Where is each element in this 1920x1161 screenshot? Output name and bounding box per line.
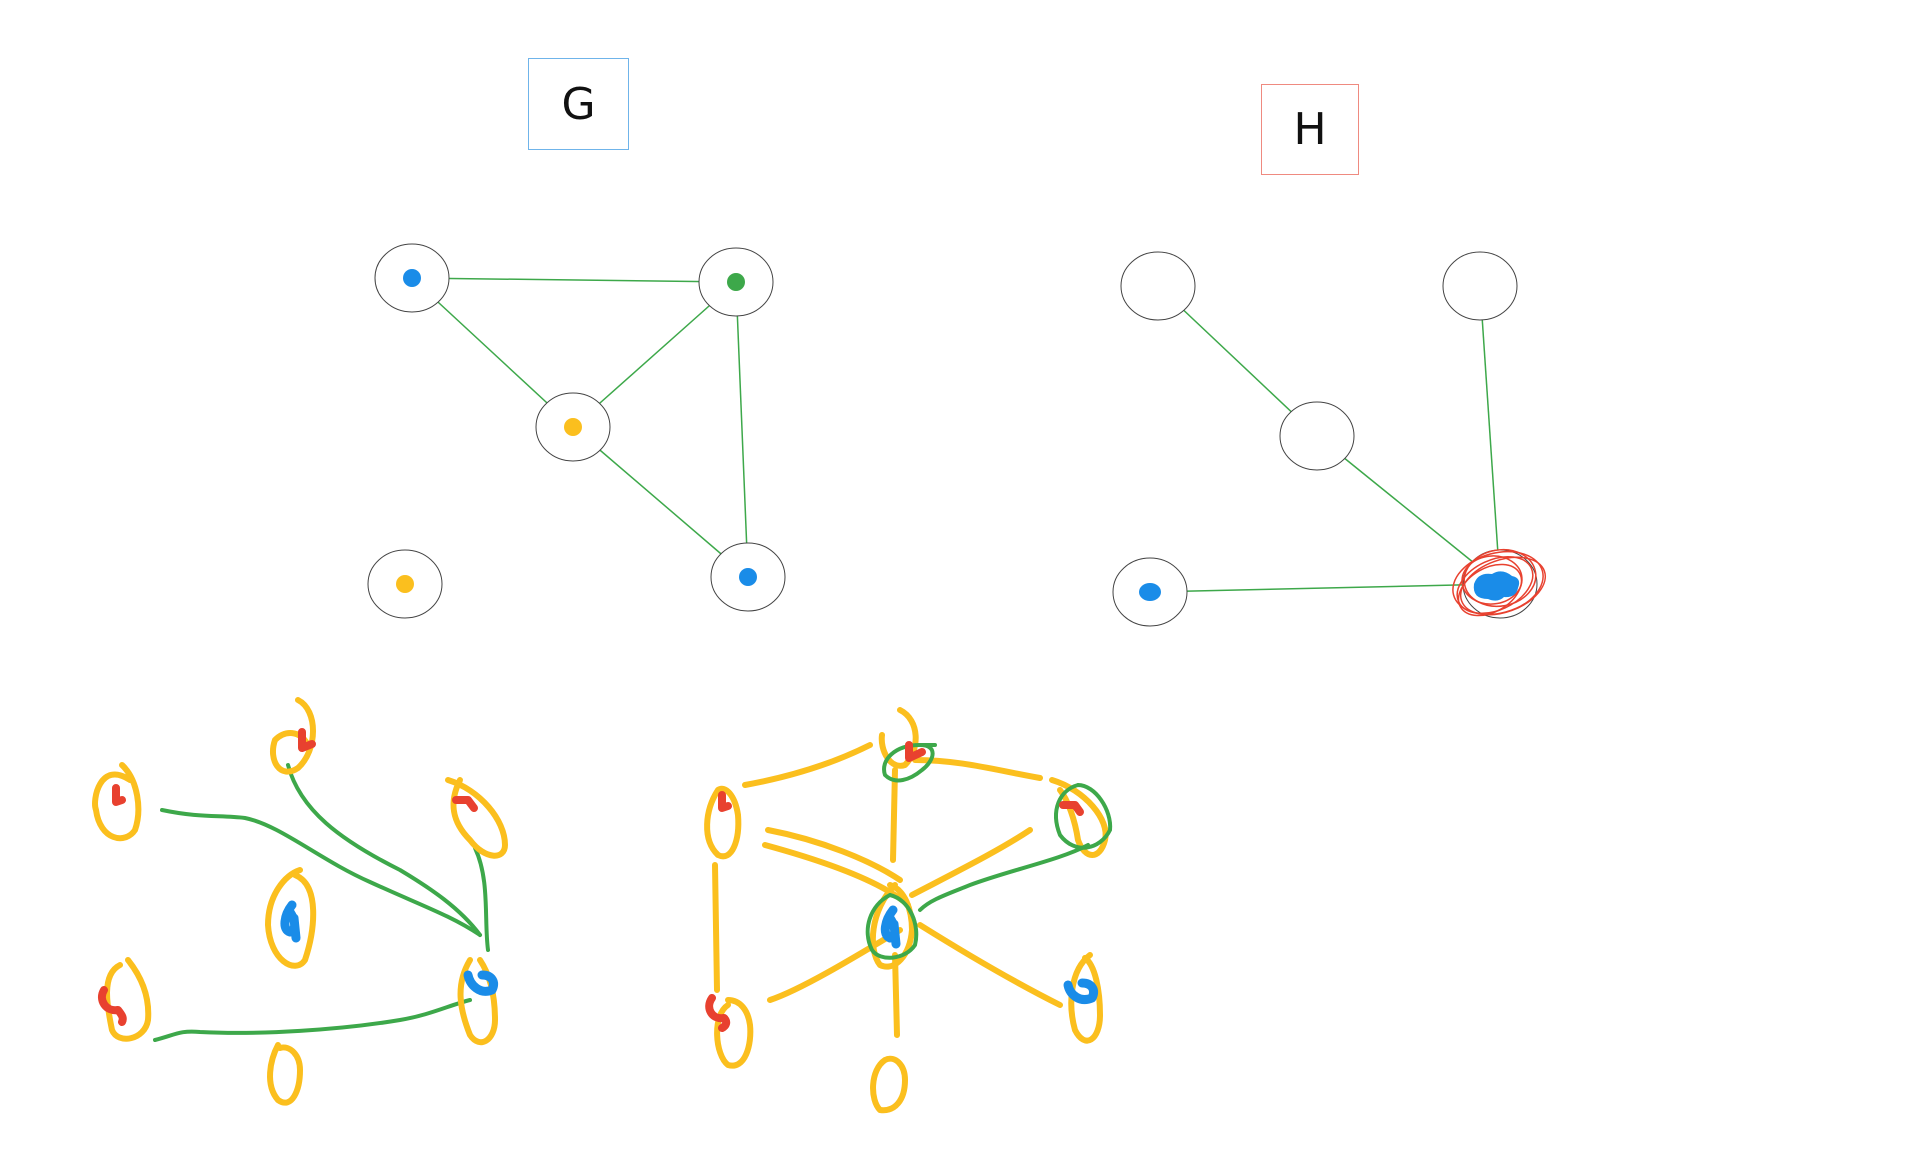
graph-g-node-dot-g3 [564,418,582,436]
graph-g-label: G [528,58,629,150]
graph-h-edges [1149,285,1501,593]
graph-h-node-h2[interactable] [1442,251,1518,321]
graph-g-edge-g2-g3 [572,281,737,428]
graph-h-edge-h2-h5 [1479,285,1501,585]
sketch-left [92,697,508,1106]
graph-h-edge-h3-h5 [1316,435,1501,585]
graph-g-node-dot-g1 [403,269,421,287]
graph-g-edge-g3-g4 [572,426,749,578]
graph-g-node-dot-g2 [727,273,745,291]
graph-g-edge-g1-g3 [411,277,574,428]
graph-g-nodes [367,243,786,619]
sketch-right [704,707,1113,1114]
graph-h-nodes [1112,251,1538,627]
graph-g-edge-g2-g4 [735,281,749,578]
graph-g-node-dot-g4 [739,568,757,586]
graph-g-edges [411,277,749,578]
graph-h-node-h3[interactable] [1279,401,1355,471]
graph-g-node-dot-g5 [396,575,414,593]
graph-g-edge-g1-g2 [411,277,737,283]
blue-blob-mark [1473,571,1520,601]
graph-h-edge-h1-h3 [1157,285,1318,437]
graph-h-edge-h4-h5 [1149,583,1501,593]
graph-h-node-h1[interactable] [1120,251,1196,321]
graph-h-node-dot-h4 [1139,583,1161,601]
red-scribble-mark [1452,548,1547,617]
graph-h-label: H [1261,84,1359,175]
